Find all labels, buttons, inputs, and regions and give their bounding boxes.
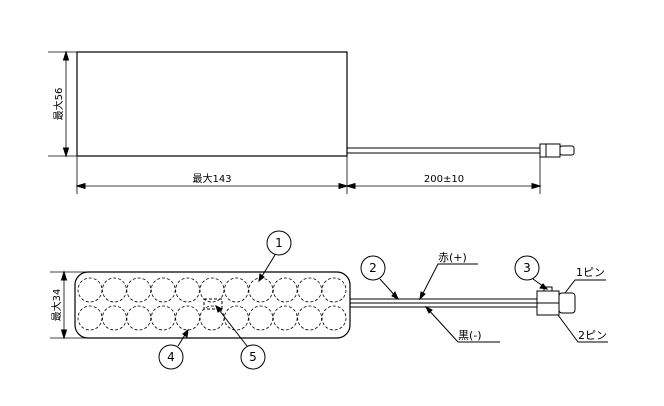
pin1-label: 1ピン	[576, 266, 605, 279]
battery-cell	[150, 305, 176, 331]
battery-cell	[321, 305, 347, 331]
connector-bottom	[536, 286, 576, 316]
wire-black-label: 黒(-)	[458, 329, 482, 342]
battery-cells	[77, 277, 347, 331]
height-dimension-top	[48, 50, 77, 158]
battery-cell	[248, 277, 274, 303]
lead-length-label: 200±10	[424, 174, 464, 185]
battery-cell	[223, 305, 249, 331]
callout-2-circle	[360, 255, 386, 281]
top-view	[48, 50, 575, 194]
battery-cell	[297, 277, 323, 303]
battery-cell	[102, 305, 127, 331]
battery-cell	[297, 305, 323, 331]
callout-4-label: 4	[167, 350, 175, 364]
leader-black	[425, 306, 500, 343]
battery-pack-outline	[76, 51, 348, 157]
battery-cell	[126, 305, 152, 331]
pin2-label: 2ピン	[578, 329, 607, 342]
callout-5-label: 5	[249, 350, 257, 364]
battery-cell	[175, 305, 201, 331]
width-dimension-top	[75, 156, 542, 194]
battery-cell	[272, 277, 298, 303]
height-dimension-bottom	[50, 270, 88, 340]
battery-cell	[199, 277, 225, 303]
callout-3-label: 3	[523, 261, 531, 275]
leader-pin2	[557, 314, 608, 343]
wire-red-label: 赤(+)	[438, 251, 467, 264]
battery-cell	[248, 305, 274, 331]
leader-5	[215, 305, 248, 347]
width-label-top: 最大143	[192, 172, 231, 185]
battery-cell	[321, 277, 347, 303]
battery-cell	[77, 305, 103, 331]
leader-pin1	[564, 279, 606, 294]
battery-cell	[102, 277, 127, 303]
height-label-bottom: 最大34	[50, 289, 63, 322]
callout-4-circle	[158, 344, 184, 370]
bottom-view	[50, 230, 608, 370]
battery-pack-outline-bottom	[74, 271, 351, 339]
callout-5-circle	[240, 344, 266, 370]
callout-3-circle	[514, 255, 540, 281]
connector-top	[539, 143, 575, 158]
leader-red	[419, 263, 478, 300]
callout-1-circle	[266, 230, 292, 256]
height-label-top: 最大56	[52, 88, 65, 121]
battery-cell	[175, 277, 201, 303]
battery-cell	[126, 277, 152, 303]
callout-2-label: 2	[369, 261, 377, 275]
battery-cell	[150, 277, 176, 303]
battery-cell	[272, 305, 298, 331]
battery-cell	[77, 277, 103, 303]
battery-cell	[223, 277, 249, 303]
component-5-marker	[203, 298, 223, 310]
callout-1-label: 1	[275, 236, 283, 250]
